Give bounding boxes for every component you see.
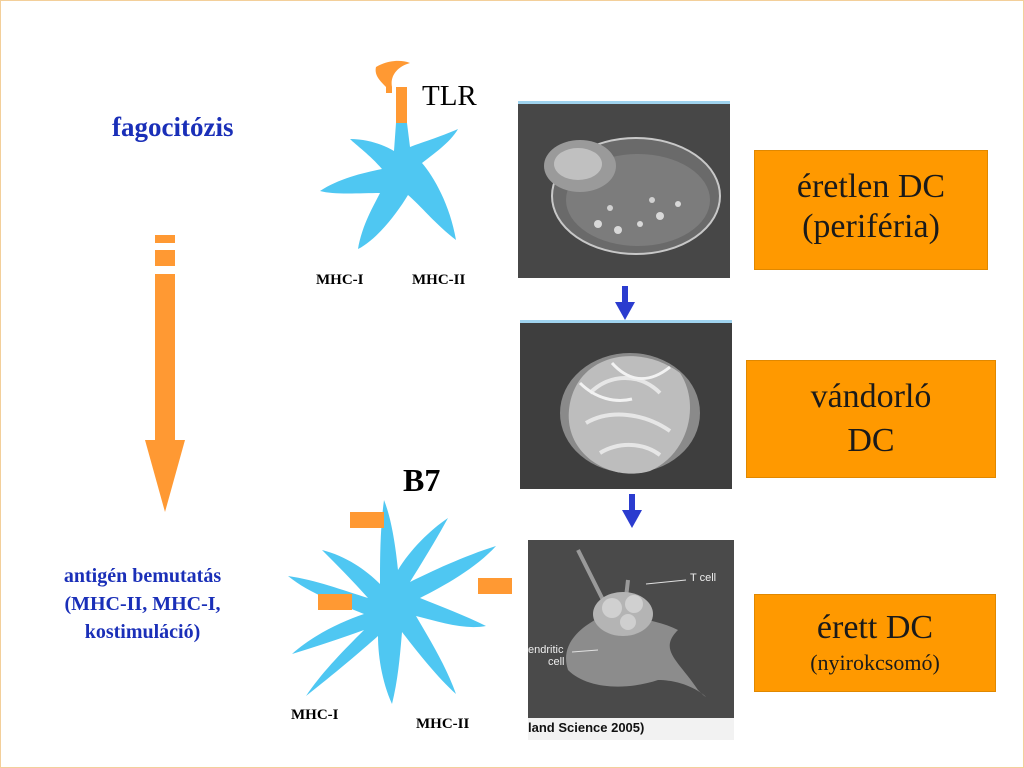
arrow-shaft bbox=[155, 274, 175, 444]
micrograph-immature-image bbox=[518, 104, 730, 278]
mature-cell-diagram bbox=[288, 500, 512, 704]
antigen-line-3: kostimuláció) bbox=[84, 621, 201, 643]
dendritic-line-1: endritic bbox=[528, 644, 564, 656]
tlr-receptor-stem bbox=[396, 87, 407, 127]
stage-mature-subtitle: (nyirokcsomó) bbox=[810, 650, 940, 675]
micrograph-mature-dc: T cell endritic cell land Science 2005) bbox=[528, 540, 734, 740]
phagocytosis-label: fagocitózis bbox=[112, 112, 234, 142]
tlr-label: TLR bbox=[422, 80, 477, 112]
stage-migrating-subtitle: DC bbox=[847, 422, 895, 459]
stage-box-migrating: vándorló DC bbox=[746, 360, 996, 478]
arrow-dash-2 bbox=[155, 250, 175, 266]
micrograph-immature-dc bbox=[518, 101, 730, 278]
t-cell-label: T cell bbox=[690, 572, 717, 584]
b7-marker-right bbox=[478, 578, 512, 594]
mhc2-label-top: MHC-II bbox=[412, 272, 466, 288]
tlr-receptor-head bbox=[375, 60, 410, 93]
stage-immature-subtitle: (periféria) bbox=[802, 208, 940, 245]
micrograph-migrating-image bbox=[520, 323, 732, 489]
antigen-line-2: (MHC-II, MHC-I, bbox=[64, 593, 221, 615]
dendritic-line-2: cell bbox=[548, 656, 565, 668]
stage-migrating-title: vándorló bbox=[810, 378, 932, 415]
immature-cell-body bbox=[320, 123, 458, 249]
micrograph-migrating-dc bbox=[520, 320, 732, 489]
mhc2-label-bottom: MHC-II bbox=[416, 716, 470, 732]
mhc1-label-bottom: MHC-I bbox=[291, 707, 339, 723]
arrow-head bbox=[145, 440, 185, 512]
stage-mature-title: érett DC bbox=[816, 609, 934, 646]
mature-cell-body bbox=[288, 500, 496, 704]
step-arrow-1 bbox=[615, 286, 635, 320]
b7-label: B7 bbox=[403, 462, 441, 498]
antigen-line-1: antigén bemutatás bbox=[63, 565, 222, 587]
stage-box-mature: érett DC (nyirokcsomó) bbox=[754, 594, 996, 692]
b7-marker-top bbox=[350, 512, 384, 528]
immature-cell-diagram bbox=[320, 60, 458, 249]
stage-immature-title: éretlen DC bbox=[796, 168, 946, 205]
arrow-dash-1 bbox=[155, 235, 175, 243]
step-arrow-2 bbox=[622, 494, 642, 528]
process-arrow bbox=[145, 235, 185, 512]
dendritic-cell-label: endritic cell bbox=[528, 644, 565, 668]
b7-marker-left bbox=[318, 594, 352, 610]
antigen-presentation-label: antigén bemutatás (MHC-II, MHC-I, kostim… bbox=[30, 562, 255, 646]
mhc1-label-top: MHC-I bbox=[316, 272, 364, 288]
stage-box-immature: éretlen DC (periféria) bbox=[754, 150, 988, 270]
micrograph-mature-image bbox=[528, 540, 734, 718]
micrograph-credit: land Science 2005) bbox=[528, 720, 645, 735]
